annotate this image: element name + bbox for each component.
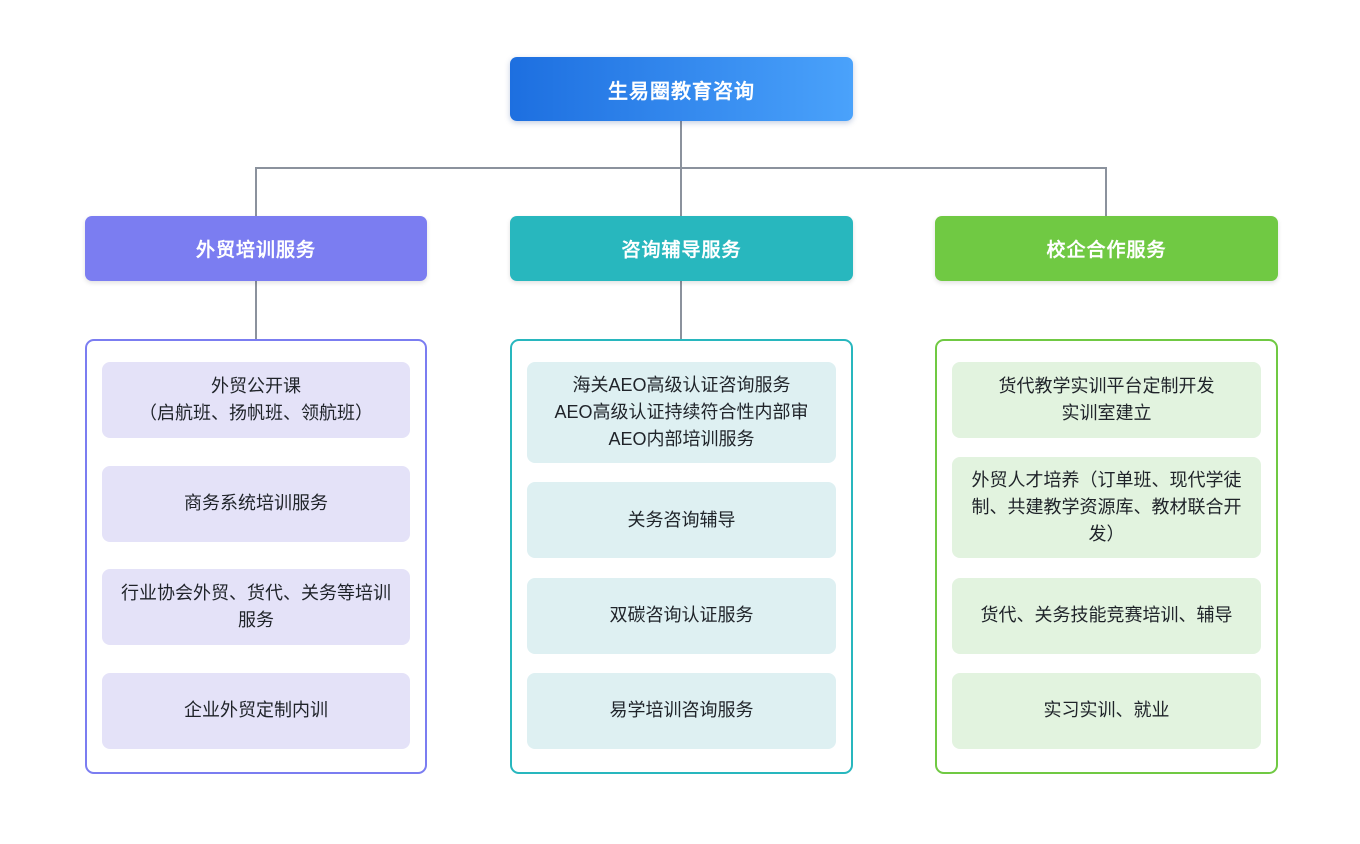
service-item: 关务咨询辅导 [527,482,836,559]
branch-container: 外贸公开课 （启航班、扬帆班、领航班） 商务系统培训服务 行业协会外贸、货代、关… [85,339,427,774]
service-item: 外贸公开课 （启航班、扬帆班、领航班） [102,362,410,438]
service-item: 行业协会外贸、货代、关务等培训服务 [102,569,410,646]
branch-container: 海关AEO高级认证咨询服务 AEO高级认证持续符合性内部审 AEO内部培训服务 … [510,339,853,774]
branch-header: 咨询辅导服务 [510,216,853,281]
connector-drop-branch-1 [255,167,257,216]
branch-title: 外贸培训服务 [195,240,316,261]
service-item: 实习实训、就业 [952,672,1261,749]
branch-title: 校企合作服务 [1046,240,1167,261]
connector-drop-branch-2 [680,167,682,216]
branch-school-enterprise: 校企合作服务 货代教学实训平台定制开发 实训室建立 外贸人才培养（订单班、现代学… [935,216,1278,774]
branch-consulting-coaching: 咨询辅导服务 海关AEO高级认证咨询服务 AEO高级认证持续符合性内部审 AEO… [510,216,853,774]
root-node-label: 生易圈教育咨询 [608,80,755,103]
connector-drop-branch-3 [1105,167,1107,216]
service-item: 企业外贸定制内训 [102,672,410,749]
service-item: 易学培训咨询服务 [527,672,836,749]
branch-header: 外贸培训服务 [85,216,427,281]
branch-container: 货代教学实训平台定制开发 实训室建立 外贸人才培养（订单班、现代学徒制、共建教学… [935,339,1278,774]
branch-title: 咨询辅导服务 [621,240,742,261]
root-node: 生易圈教育咨询 [510,57,853,121]
service-item: 海关AEO高级认证咨询服务 AEO高级认证持续符合性内部审 AEO内部培训服务 [527,362,836,463]
service-item: 外贸人才培养（订单班、现代学徒制、共建教学资源库、教材联合开发） [952,457,1261,559]
branch-header: 校企合作服务 [935,216,1278,281]
service-item: 货代教学实训平台定制开发 实训室建立 [952,362,1261,438]
service-item: 双碳咨询认证服务 [527,577,836,654]
branch-foreign-trade-training: 外贸培训服务 外贸公开课 （启航班、扬帆班、领航班） 商务系统培训服务 行业协会… [85,216,427,774]
connector-stub-branch-1 [255,281,257,339]
connector-stub-branch-2 [680,281,682,339]
service-item: 商务系统培训服务 [102,465,410,542]
connector-root-drop [680,121,682,168]
service-item: 货代、关务技能竞赛培训、辅导 [952,577,1261,654]
